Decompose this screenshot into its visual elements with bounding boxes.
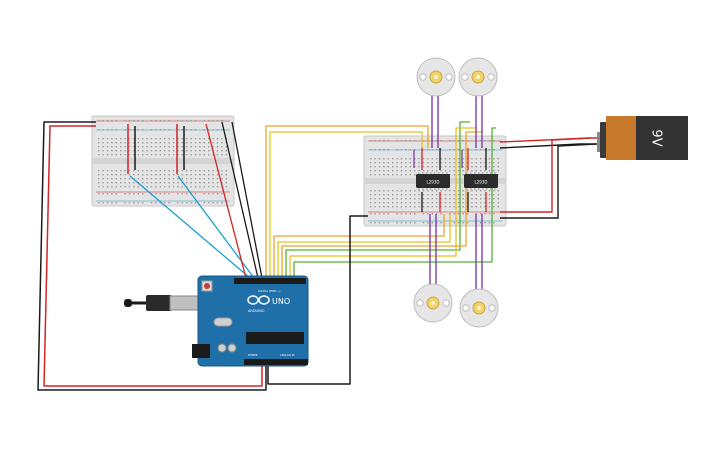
arduino-uno-board[interactable]: UNO ARDUINO DIGITAL (PWM ~) POWER ANALOG… — [124, 275, 309, 367]
wire-battery-red-down — [500, 137, 591, 213]
breadboard-left[interactable] — [91, 115, 235, 207]
arduino-brand: ARDUINO — [248, 309, 265, 313]
battery-9v[interactable]: 9V — [597, 116, 688, 160]
wire-black-long-2 — [231, 121, 263, 279]
wire-yellow-1 — [269, 131, 423, 278]
wires-battery — [499, 137, 602, 219]
wire-red-5v-left — [43, 125, 263, 387]
wire-orange-2 — [273, 214, 445, 278]
wire-orange-1 — [265, 125, 429, 278]
wire-black-long — [221, 121, 259, 279]
arduino-digital-label: DIGITAL (PWM ~) — [258, 289, 280, 293]
wire-yellow-2 — [277, 214, 451, 278]
wire-black-ground-left — [37, 121, 267, 391]
driver-left-label: L293D — [427, 180, 440, 185]
motor-top-right[interactable] — [458, 57, 498, 97]
wire-orange-3 — [281, 131, 482, 278]
wire-battery-black-down — [500, 143, 597, 219]
driver-right-label: L293D — [475, 180, 488, 185]
motor-driver-left[interactable]: L293D — [416, 172, 450, 190]
wire-yellow-3 — [289, 127, 476, 278]
arduino-logo — [247, 295, 270, 305]
arduino-model: UNO — [272, 297, 290, 306]
wires-left — [37, 121, 267, 391]
motor-top-left[interactable] — [416, 57, 456, 97]
wire-blue-1 — [129, 175, 251, 279]
wires-motors — [429, 92, 483, 292]
wire-green-2 — [293, 127, 496, 278]
wire-black-ground-right — [267, 215, 368, 385]
wire-green-1 — [285, 121, 470, 278]
wire-red-long — [205, 123, 247, 279]
wires-right-internal — [413, 148, 487, 212]
wires-signal — [265, 121, 496, 385]
motor-driver-right[interactable]: L293D — [464, 172, 498, 190]
motor-bottom-right[interactable] — [459, 288, 499, 328]
arduino-analog-label: ANALOG IN — [280, 353, 294, 357]
battery-label: 9V — [649, 129, 664, 146]
motor-bottom-left[interactable] — [413, 283, 453, 323]
arduino-power-label: POWER — [248, 353, 258, 357]
